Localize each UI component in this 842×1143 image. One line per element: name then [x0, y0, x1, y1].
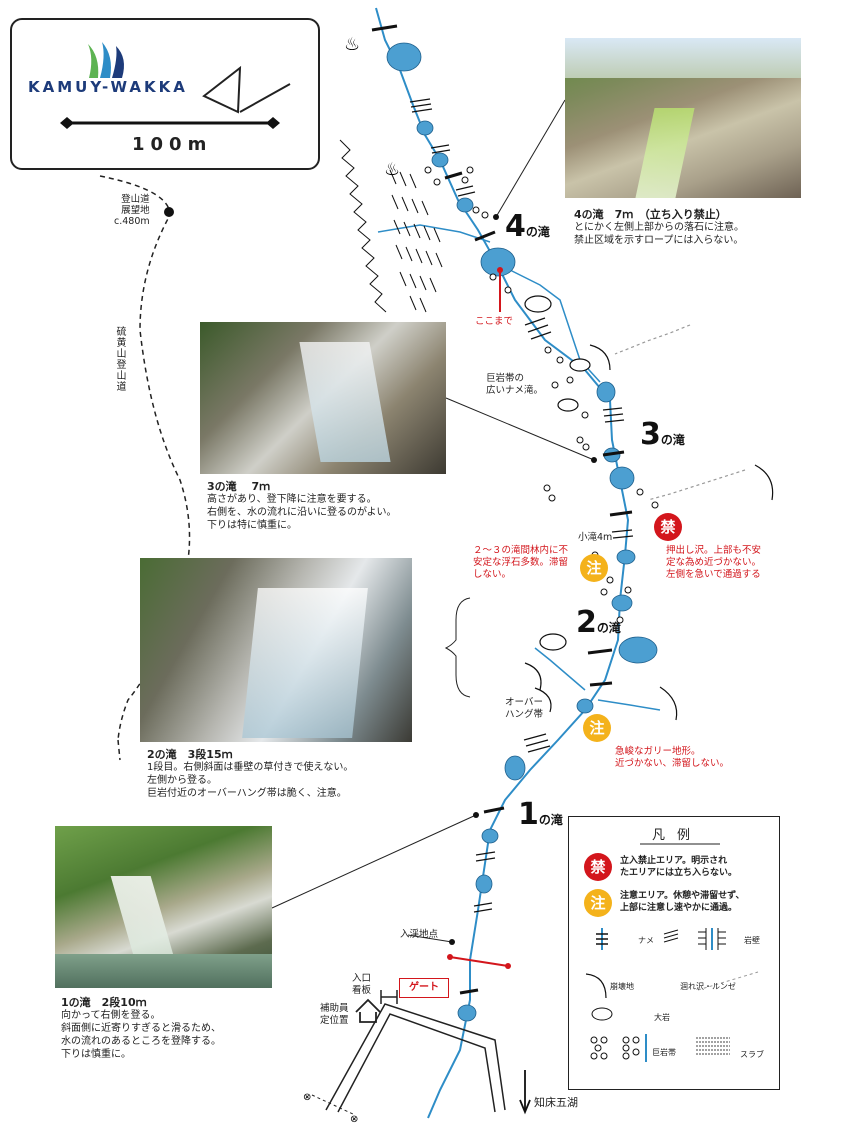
svg-text:⊗: ⊗ [350, 1114, 358, 1125]
title-box [10, 18, 320, 170]
legend-ganpeki: 岩壁 [744, 936, 760, 945]
kokomade-label: ここまで [475, 316, 514, 327]
scale-bar [60, 117, 280, 129]
label-fall-3: 3の滝 [640, 417, 685, 452]
legend-prohibited-badge: 禁 [584, 853, 612, 881]
road [325, 1003, 506, 1113]
name-hatching [409, 98, 634, 913]
legend-symbols [585, 928, 759, 1062]
logo-text: KAMUY-WAKKA [28, 78, 188, 96]
photo-fall-3 [200, 322, 446, 474]
kotaki-label: 小滝4m [578, 532, 613, 543]
legend-kyogantai: 巨岩帯 [652, 1048, 676, 1057]
pools [386, 42, 658, 1022]
collapse-arcs [524, 344, 774, 721]
hot-spring-icon: ♨ [384, 159, 400, 180]
goko-label: 知床五湖 [534, 1096, 578, 1109]
big-rocks [524, 295, 591, 651]
entry-sign-label: 入口看板 [352, 973, 372, 996]
gate-label: ゲート [399, 978, 449, 998]
caution-badge-2: 注 [583, 714, 611, 742]
prohibited-badge: 禁 [654, 513, 682, 541]
boulders [424, 166, 659, 624]
nyukei-label: 入渓地点 [400, 929, 439, 940]
cliff-wall [339, 139, 387, 313]
viewpoint-label: 登山道 展望地 c.480m [114, 194, 150, 227]
svg-text:⊗: ⊗ [303, 1092, 311, 1103]
north-arrow-icon [202, 65, 291, 114]
caution-note-2: 急峻なガリー地形。近づかない、滞留しない。 [615, 746, 730, 769]
caption-fall-1: 1の滝 2段10ｍ 向かって右側を登る。 斜面側に近寄りすぎると滑るため、 水の… [61, 996, 221, 1060]
photo-connectors [271, 99, 595, 943]
entry-line [449, 956, 509, 967]
legend-title: 凡例 [652, 828, 703, 843]
trail-name: 硫黄山登山道 [114, 326, 125, 392]
legend-kaerezawa: 涸れ沢・ルンゼ [680, 982, 736, 991]
legend-slab: スラブ [740, 1050, 764, 1059]
legend-caution-text: 注意エリア。休憩や滞留せず、上部に注意し速やかに通過。 [620, 891, 745, 913]
photo-fall-2 [140, 558, 412, 742]
logo-icon [88, 42, 124, 78]
legend-title-underline [640, 843, 720, 845]
gully-arrows [614, 324, 746, 501]
legend-caution-badge: 注 [584, 889, 612, 917]
entry-sign-icon [380, 990, 398, 1004]
caution-note-1: ２～３の滝間林内に不安定な浮石多数。滞留しない。 [473, 545, 569, 580]
overhang-label: オーバーハング帯 [505, 697, 544, 720]
legend-name: ナメ [638, 936, 654, 945]
tributary-2-left [534, 647, 586, 691]
label-fall-4: 4の滝 [505, 209, 550, 244]
hot-spring-icon: ♨ [344, 34, 360, 55]
slab-area [389, 169, 443, 313]
kyogan-label: 巨岩帯の広いナメ滝。 [486, 373, 544, 396]
waterfall-marks [371, 24, 633, 995]
legend-houkai: 崩壊地 [610, 982, 634, 991]
caption-fall-2: 2の滝 3段15ｍ 1段目。右側斜面は垂壁の草付きで使えない。 左側から登る。 … [147, 748, 354, 799]
staff-position-label: 補助員定位置 [320, 1003, 349, 1026]
staff-position-icon [355, 998, 381, 1023]
tributary-4-left [377, 224, 491, 243]
caution-badge-1: 注 [580, 554, 608, 582]
falls-2-bracket [444, 597, 471, 698]
caption-fall-3: 3の滝 7ｍ 高さがあり、登下降に注意を要する。 右側を、水の流れに沿いに登るの… [207, 480, 397, 531]
photo-fall-4 [565, 38, 801, 198]
label-fall-1: 1の滝 [518, 797, 563, 832]
caption-fall-4: 4の滝 7ｍ （立ち入り禁止） とにかく左側上部からの落石に注意。 禁止区域を示… [574, 208, 744, 246]
prohibited-note: 押出し沢。上部も不安定な為め近づかない。左側を急いで通過する [666, 545, 762, 580]
label-fall-2: 2の滝 [576, 605, 621, 640]
scale-label: 100m [132, 134, 213, 155]
legend-prohibited-text: 立入禁止エリア。明示されたエリアには立ち入らない。 [620, 856, 738, 878]
tributary-2-right [597, 699, 661, 711]
legend-ooiwa: 大岩 [654, 1013, 670, 1022]
photo-fall-1 [55, 826, 272, 988]
